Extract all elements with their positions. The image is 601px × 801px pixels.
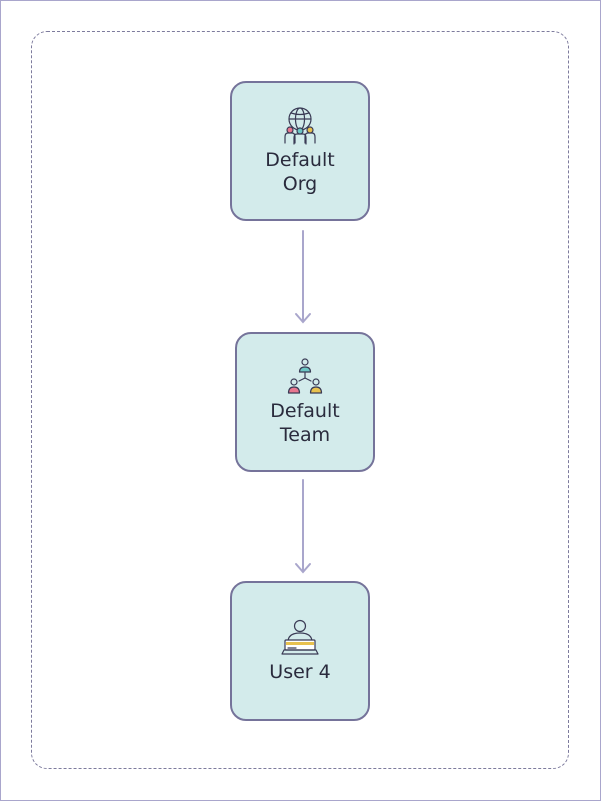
node-label: Default Org xyxy=(265,149,335,195)
arrow-org-to-team xyxy=(295,230,311,324)
team-hierarchy-icon xyxy=(287,358,323,394)
node-user-4[interactable]: User 4 xyxy=(230,581,370,721)
user-laptop-icon xyxy=(281,619,319,655)
diagram-container xyxy=(31,31,569,769)
node-default-team[interactable]: Default Team xyxy=(235,332,375,472)
node-label: User 4 xyxy=(269,661,331,683)
node-label: Default Team xyxy=(270,400,340,446)
organization-globe-icon xyxy=(284,107,316,145)
arrow-team-to-user xyxy=(295,479,311,574)
node-default-org[interactable]: Default Org xyxy=(230,81,370,221)
